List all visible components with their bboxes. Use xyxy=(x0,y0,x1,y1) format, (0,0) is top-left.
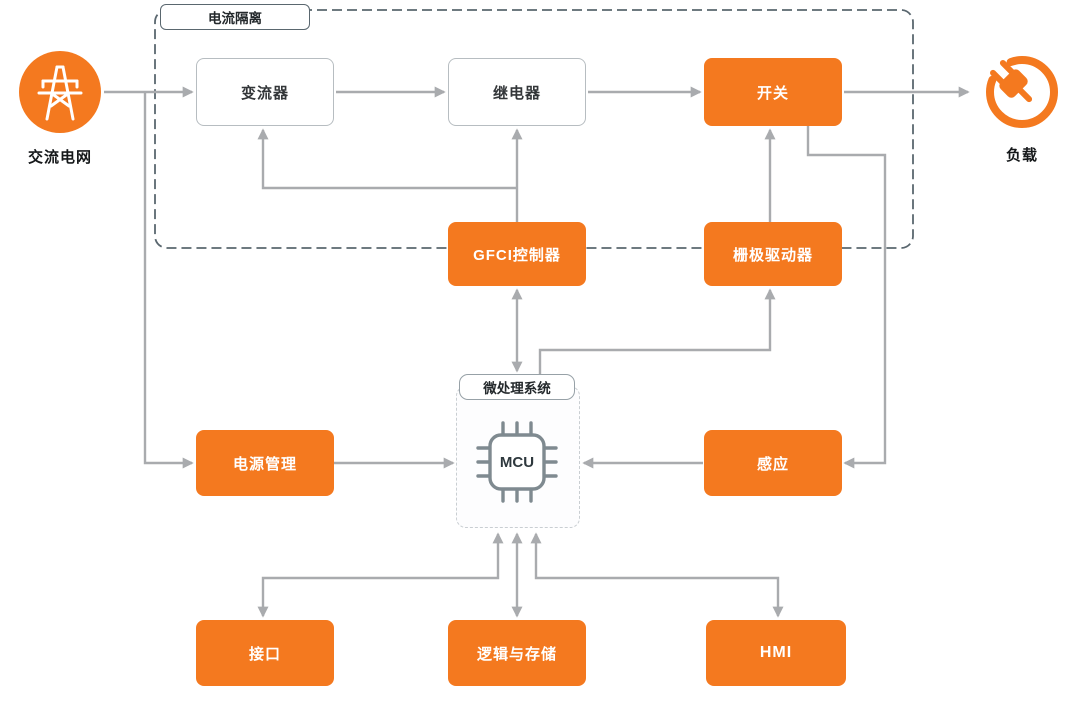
node-gfci-controller-label: GFCI控制器 xyxy=(473,246,561,264)
connector-mcu-to-gatedriver xyxy=(538,288,776,386)
node-interface-label: 接口 xyxy=(248,645,281,663)
node-gate-driver: 栅极驱动器 xyxy=(704,222,842,286)
node-power-management: 电源管理 xyxy=(196,430,334,496)
connector-grid-to-powermgmt xyxy=(143,92,194,469)
connector-mcu-hmi-bidirectional xyxy=(530,532,784,618)
chip-icon: MCU xyxy=(467,412,567,512)
node-hmi-label: HMI xyxy=(759,644,793,661)
microprocessing-region-label: 微处理系统 xyxy=(459,374,575,400)
node-switch: 开关 xyxy=(704,58,842,126)
transmission-tower-icon xyxy=(17,49,103,135)
node-relay-label: 继电器 xyxy=(492,84,541,102)
node-interface: 接口 xyxy=(196,620,334,686)
isolation-region-label: 电流隔离 xyxy=(160,4,310,30)
node-converter-label: 变流器 xyxy=(240,84,289,102)
node-logic-storage: 逻辑与存储 xyxy=(448,620,586,686)
ac-grid-label: 交流电网 xyxy=(27,149,92,166)
isolation-region-outline xyxy=(154,9,914,249)
power-plug-icon xyxy=(978,48,1066,136)
connector-mcu-interface-bidirectional xyxy=(257,532,504,618)
node-gate-driver-label: 栅极驱动器 xyxy=(732,246,813,264)
node-gfci-controller: GFCI控制器 xyxy=(448,222,586,286)
microprocessing-region-label-text: 微处理系统 xyxy=(483,381,551,396)
isolation-region-label-text: 电流隔离 xyxy=(208,11,262,26)
load-label: 负载 xyxy=(1005,147,1038,164)
node-mcu-label: MCU xyxy=(500,454,534,471)
node-switch-label: 开关 xyxy=(756,84,789,102)
node-relay: 继电器 xyxy=(448,58,586,126)
node-hmi: HMI xyxy=(706,620,846,686)
node-sensing-label: 感应 xyxy=(756,455,789,473)
node-sensing: 感应 xyxy=(704,430,842,496)
connector-gfci-to-converter xyxy=(257,128,517,190)
node-logic-storage-label: 逻辑与存储 xyxy=(476,645,557,663)
connector-switch-to-sensing xyxy=(806,126,887,469)
node-converter: 变流器 xyxy=(196,58,334,126)
node-power-management-label: 电源管理 xyxy=(232,455,297,473)
